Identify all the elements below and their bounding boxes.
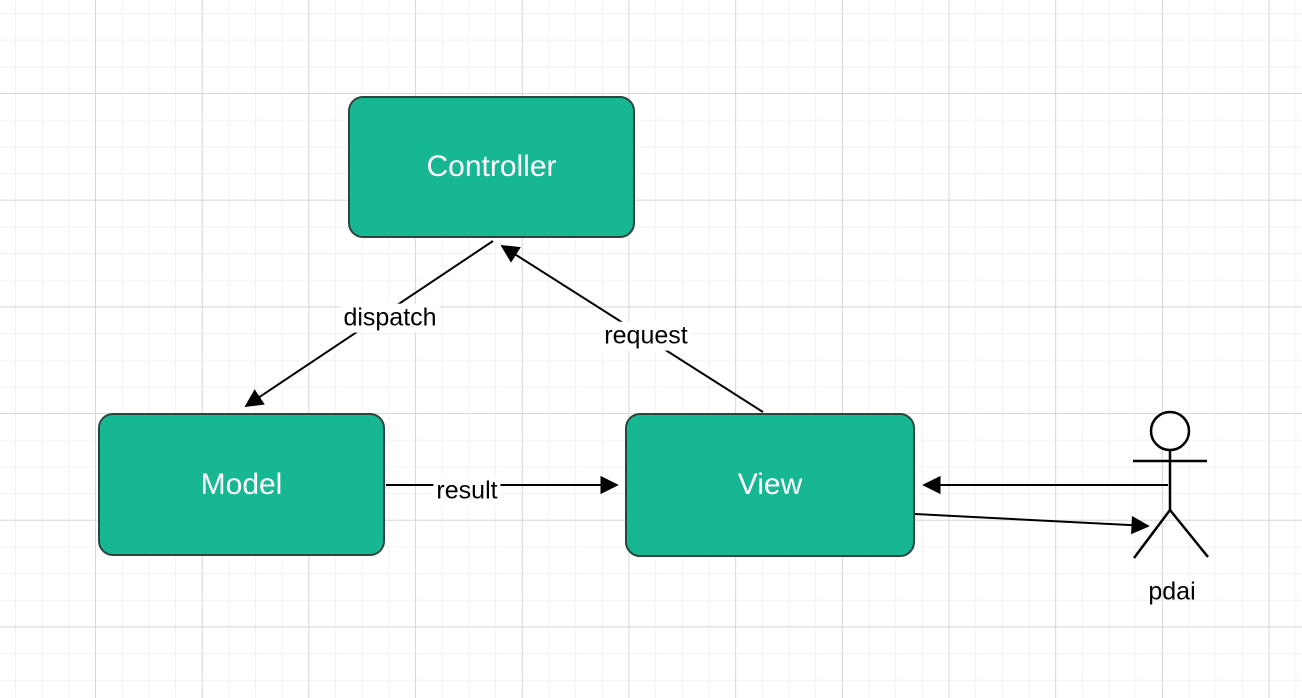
actor-label: pdai bbox=[1148, 577, 1196, 606]
node-model: Model bbox=[98, 413, 385, 556]
node-model-label: Model bbox=[200, 467, 283, 501]
node-controller: Controller bbox=[348, 96, 635, 238]
edge-view-to-actor bbox=[914, 513, 1150, 535]
actor-figure bbox=[1133, 410, 1209, 559]
node-view-label: View bbox=[737, 468, 803, 501]
edge-label-request: request bbox=[601, 321, 691, 351]
actor-left-leg bbox=[1133, 509, 1171, 559]
node-controller-label: Controller bbox=[426, 150, 557, 183]
edge-label-result: result bbox=[433, 476, 501, 506]
actor-head bbox=[1149, 410, 1191, 452]
actor-right-leg bbox=[1169, 509, 1209, 558]
node-view: View bbox=[625, 413, 915, 557]
edge-label-dispatch: dispatch bbox=[340, 303, 440, 333]
